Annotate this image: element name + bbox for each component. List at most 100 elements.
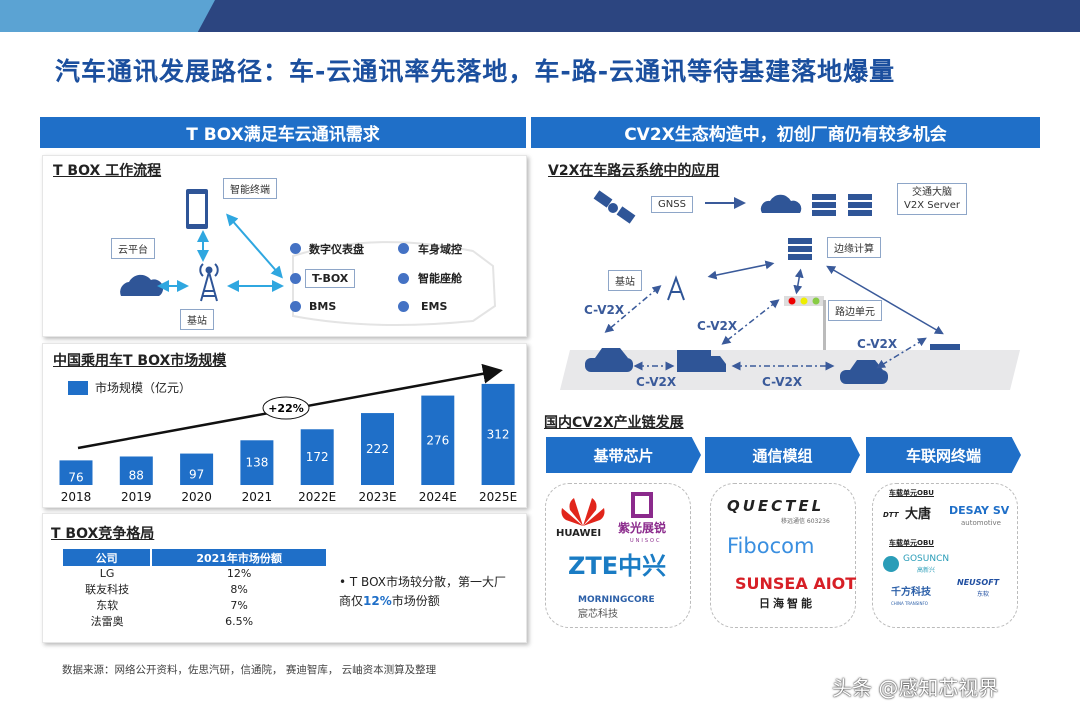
left-section-header: T BOX满足车云通讯需求 — [40, 117, 526, 148]
unisoc-logo-en: UNISOC — [630, 538, 662, 544]
bullet-icon — [398, 273, 409, 284]
bullet-icon — [398, 243, 409, 254]
stage-terminal: 车联网终端 — [866, 437, 1021, 473]
neusoft-logo-cn: 东软 — [977, 591, 990, 598]
rsu-label: 路边单元 — [828, 300, 882, 321]
watermark: 头条 @感知芯视界 — [832, 676, 999, 700]
col-company: 公司 — [63, 549, 153, 566]
bar — [180, 453, 214, 485]
company-cell: 法雷奥 — [90, 615, 124, 628]
growth-badge — [262, 396, 310, 420]
sunsea-logo: SUNSEA AIOT — [735, 574, 857, 593]
cell-tower-icon — [199, 263, 219, 302]
workflow-diagram — [120, 189, 497, 326]
server-icon — [848, 194, 872, 216]
server-label-line1: 交通大脑 — [912, 187, 953, 198]
company-cell: LG — [99, 567, 115, 580]
gosuncn-logo: GOSUNCN — [903, 554, 950, 564]
col-share: 2021年市场份额 — [151, 549, 328, 566]
x-tick-label: 2024E — [419, 490, 457, 504]
car-icon — [840, 360, 888, 384]
bar-chart: 76201888201997202013820211722022E2222023… — [59, 363, 517, 504]
stage-module: 通信模组 — [705, 437, 860, 473]
top-banner-accent — [0, 0, 215, 32]
page-title: 汽车通讯发展路径：车-云通讯率先落地，车-路-云通讯等待基建落地爆量 — [55, 57, 896, 86]
item-body-domain: 车身域控 — [418, 243, 462, 256]
edge-label: 边缘计算 — [827, 237, 881, 258]
x-tick-label: 2025E — [479, 490, 517, 504]
obu-label: 车载单元OBU — [889, 489, 934, 497]
cv2x-label: C-V2X — [636, 375, 677, 389]
bar — [361, 413, 394, 485]
desay-logo: DESAY SV — [949, 504, 1010, 517]
note-text-end: 市场份额 — [391, 594, 440, 608]
bar — [59, 460, 93, 485]
table-row: LG 12% — [63, 566, 327, 581]
station-label: 基站 — [180, 309, 214, 330]
chain-title: 国内CV2X产业链发展 — [544, 415, 684, 431]
bar-value-label: 172 — [306, 450, 329, 464]
satellite-icon — [593, 190, 636, 224]
bar-value-label: 76 — [68, 471, 83, 485]
bar — [421, 395, 455, 485]
sunsea-logo-cn: 日海智能 — [759, 597, 815, 610]
obu-label: 车载单元OBU — [889, 539, 934, 547]
transinfo-logo: 千方科技 — [891, 587, 931, 598]
server-icon — [812, 194, 836, 216]
gnss-label: GNSS — [651, 196, 693, 213]
chart-title: 中国乘用车T BOX市场规模 — [53, 353, 227, 369]
huawei-logo: HUAWEI — [556, 528, 602, 539]
quectel-logo-cn: 移远通信 603236 — [781, 518, 830, 525]
bar-value-label: 138 — [245, 456, 268, 470]
x-tick-label: 2019 — [121, 490, 152, 504]
bar — [240, 440, 274, 485]
bar — [119, 456, 153, 485]
competition-title: T BOX竞争格局 — [51, 526, 155, 542]
cv2x-label: C-V2X — [584, 303, 625, 317]
car-icon — [585, 348, 633, 372]
terminals-logo-box: 车载单元OBU DTT 大唐 DESAY SV automotive 车载单元O… — [872, 483, 1018, 628]
bar — [481, 383, 515, 485]
bar-value-label: 88 — [129, 469, 144, 483]
desay-logo-sub: automotive — [961, 519, 1001, 527]
neusoft-logo: NEUSOFT — [957, 578, 1000, 587]
company-cell: 东软 — [96, 599, 119, 612]
item-tbox: T-BOX — [305, 269, 356, 288]
v2x-title: V2X在车路云系统中的应用 — [548, 163, 720, 179]
transinfo-logo-en: CHINA TRANSINFO — [891, 601, 928, 606]
x-tick-label: 2023E — [358, 490, 396, 504]
cell-tower-icon — [667, 275, 685, 301]
cv2x-label: C-V2X — [762, 375, 803, 389]
cv2x-label: C-V2X — [857, 337, 898, 351]
tbox-workflow-panel: T BOX 工作流程 智能终端 云平台 基站 数字仪表盘 车身域控 T-BOX … — [42, 155, 527, 337]
chips-logo-box: HUAWEI 紫光展锐 UNISOC ZTE中兴 MORNINGCORE 宸芯科… — [545, 483, 691, 628]
share-cell: 6.5% — [225, 614, 254, 628]
workflow-title: T BOX 工作流程 — [53, 163, 162, 179]
bar-value-label: 312 — [487, 427, 510, 441]
morningcore-logo: MORNINGCORE — [578, 595, 655, 605]
x-tick-label: 2021 — [242, 490, 273, 504]
modules-logo-box: QUECTEL 移远通信 603236 Fibocom SUNSEA AIOT … — [710, 483, 856, 628]
item-bms: BMS — [309, 300, 337, 313]
dtt-logo: DTT — [883, 511, 899, 519]
huawei-logo-icon — [561, 498, 605, 526]
fibocom-logo: Fibocom — [727, 534, 815, 558]
router-icon — [930, 344, 960, 350]
truck-icon — [677, 350, 726, 372]
unisoc-logo: 紫光展锐 — [618, 521, 667, 535]
share-cell: 12% — [226, 567, 252, 580]
zte-logo: ZTE中兴 — [568, 552, 667, 580]
bar — [300, 429, 334, 485]
competition-note: • T BOX市场较分散，第一大厂商仅12%市场份额 — [339, 575, 506, 608]
gosuncn-logo-icon — [883, 556, 899, 572]
edge-server-icon — [788, 238, 812, 260]
x-tick-label: 2020 — [181, 490, 212, 504]
bar-value-label: 276 — [426, 433, 449, 447]
note-highlight: 12% — [363, 594, 392, 608]
datang-logo: 大唐 — [905, 507, 932, 522]
item-cockpit: 智能座舱 — [418, 272, 462, 285]
company-cell: 联友科技 — [85, 583, 130, 596]
